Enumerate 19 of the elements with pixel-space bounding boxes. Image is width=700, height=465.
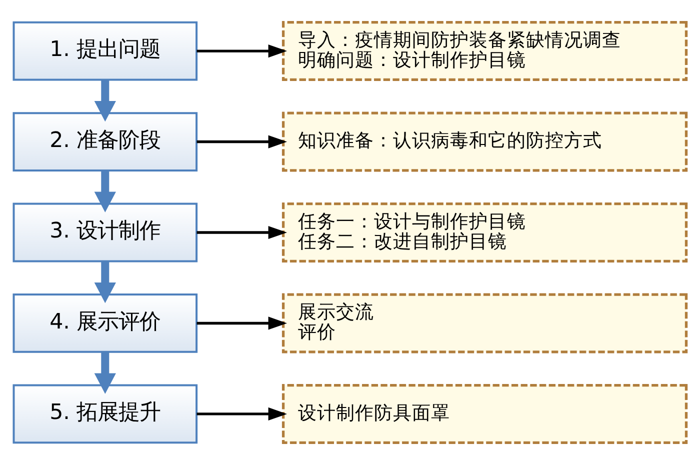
arrow xyxy=(196,226,288,240)
node-box: 3. 设计制作 xyxy=(12,202,198,262)
node-box: 设计制作防具面罩 xyxy=(282,384,688,444)
node-box: 展示交流 评价 xyxy=(282,293,688,354)
node-box: 导入：疫情期间防护装备紧缺情况调查 明确问题：设计制作护目镜 xyxy=(282,21,688,82)
arrow xyxy=(196,44,288,58)
node-box: 知识准备：认识病毒和它的防控方式 xyxy=(282,112,688,172)
node-box: 任务一：设计与制作护目镜 任务二：改进自制护目镜 xyxy=(282,202,688,263)
arrow xyxy=(94,170,116,212)
arrow xyxy=(196,316,288,330)
arrow xyxy=(94,262,116,304)
node-box: 1. 提出问题 xyxy=(12,21,198,81)
node-box: 4. 展示评价 xyxy=(12,294,198,353)
arrow xyxy=(196,135,288,148)
arrow xyxy=(94,352,116,394)
arrow xyxy=(94,80,116,122)
node-box: 2. 准备阶段 xyxy=(12,112,198,172)
node-box: 5. 拓展提升 xyxy=(12,384,198,444)
arrow xyxy=(196,407,288,421)
